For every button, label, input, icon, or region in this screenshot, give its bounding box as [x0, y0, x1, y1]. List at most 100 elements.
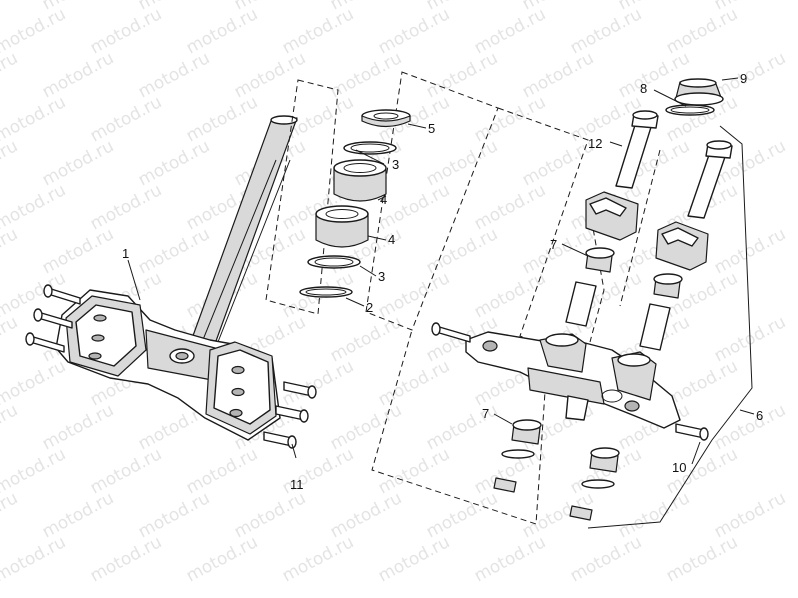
watermark-text: motod.ru: [0, 532, 69, 586]
watermark-text: motod.ru: [327, 400, 405, 454]
watermark-text: motod.ru: [0, 0, 21, 14]
seal-ring-lower: [307, 255, 361, 269]
callout-7-lower: 7: [482, 406, 489, 421]
watermark-text: motod.ru: [423, 136, 501, 190]
bushing-lower-left: [511, 419, 542, 445]
watermark-text: motod.ru: [279, 532, 357, 586]
watermark-text: motod.ru: [519, 48, 597, 102]
watermark-text: motod.ru: [87, 532, 165, 586]
watermark-text: motod.ru: [615, 488, 693, 542]
callout-6: 6: [756, 408, 763, 423]
watermark-text: motod.ru: [471, 532, 549, 586]
watermark-text: motod.ru: [0, 136, 21, 190]
watermark-text: motod.ru: [711, 400, 789, 454]
callout-3-lower: 3: [378, 269, 385, 284]
watermark-text: motod.ru: [39, 400, 117, 454]
watermark-text: motod.ru: [375, 4, 453, 58]
watermark-text: motod.ru: [663, 4, 741, 58]
long-bolts: [615, 110, 733, 219]
pinch-bolt-left: [431, 322, 471, 343]
watermark-text: motod.ru: [375, 532, 453, 586]
watermark-text: motod.ru: [183, 532, 261, 586]
pad-lower-right: [569, 505, 593, 521]
watermark-text: motod.ru: [471, 4, 549, 58]
watermark-text: motod.ru: [183, 92, 261, 146]
watermark-text: motod.ru: [567, 4, 645, 58]
spacer-tube-left: [565, 281, 597, 327]
watermark-text: motod.ru: [0, 400, 21, 454]
watermark-text: motod.ru: [39, 488, 117, 542]
watermark-text: motod.ru: [135, 488, 213, 542]
pinch-bolt-right: [675, 423, 709, 441]
callout-8: 8: [640, 81, 647, 96]
watermark-text: motod.ru: [375, 356, 453, 410]
bushing-lower-right: [589, 447, 620, 473]
watermark-text: motod.ru: [39, 224, 117, 278]
watermark-text: motod.ru: [471, 180, 549, 234]
watermark-text: motod.ru: [423, 488, 501, 542]
ring-lower-right: [581, 479, 615, 489]
watermark-text: motod.ru: [0, 488, 21, 542]
watermark-text: motod.ru: [87, 180, 165, 234]
callout-12: 12: [588, 136, 602, 151]
watermark-text: motod.ru: [135, 224, 213, 278]
callout-9: 9: [740, 71, 747, 86]
watermark-text: motod.ru: [711, 488, 789, 542]
ring-lower-left: [501, 449, 535, 459]
leader-lines: [127, 77, 755, 465]
callout-3-upper: 3: [392, 157, 399, 172]
watermark-text: motod.ru: [471, 92, 549, 146]
callout-7-upper: 7: [550, 237, 557, 252]
watermark-text: motod.ru: [327, 488, 405, 542]
seal-ring-upper: [343, 141, 397, 155]
watermark-text: motod.ru: [231, 488, 309, 542]
watermark-text: motod.ru: [327, 48, 405, 102]
watermark-text: motod.ru: [711, 224, 789, 278]
watermark-text: motod.ru: [423, 400, 501, 454]
watermark-text: motod.ru: [471, 268, 549, 322]
callout-5: 5: [428, 121, 435, 136]
washer: [299, 286, 353, 298]
watermark-text: motod.ru: [135, 48, 213, 102]
watermark-text: motod.ru: [183, 4, 261, 58]
watermark-text: motod.ru: [87, 4, 165, 58]
watermark-text: motod.ru: [0, 48, 21, 102]
watermark-text: motod.ru: [519, 136, 597, 190]
upper-clamp-assembly: [371, 78, 753, 529]
watermark-text: motod.ru: [183, 444, 261, 498]
watermark-text: motod.ru: [423, 224, 501, 278]
callout-2: 2: [366, 300, 373, 315]
callout-labels: 1 2 3 3 4 4 5 6 7 7 8 9 10 11 12: [122, 71, 763, 492]
watermark-text: motod.ru: [711, 48, 789, 102]
watermark-text: motod.ru: [375, 268, 453, 322]
pad-lower-left: [493, 477, 517, 493]
watermark-text: motod.ru: [663, 532, 741, 586]
callout-10: 10: [672, 460, 686, 475]
steering-stem-top: [270, 115, 298, 125]
watermark-text: motod.ru: [0, 312, 21, 366]
callout-1: 1: [122, 246, 129, 261]
bushing-upper-left: [585, 247, 615, 273]
watermark-text: motod.ru: [87, 444, 165, 498]
watermark-text: motod.ru: [279, 4, 357, 58]
callout-11: 11: [290, 477, 304, 492]
watermark-text: motod.ru: [231, 48, 309, 102]
watermark-text: motod.ru: [39, 136, 117, 190]
bushing-upper-right: [653, 273, 683, 299]
clamp-bolts-right: [263, 381, 317, 449]
watermark-text: motod.ru: [87, 92, 165, 146]
bearing-stack-dashed-outline-outer: [365, 71, 499, 331]
clamp-bolts-left: [25, 284, 81, 353]
spacer-tube-right: [639, 303, 671, 351]
watermark-text: motod.ru: [0, 224, 21, 278]
bearing-stack-group: [265, 71, 499, 331]
bearing-upper: [333, 159, 387, 202]
watermark-text: motod.ru: [39, 48, 117, 102]
clamp-halves-upper: [585, 191, 709, 271]
watermark-text: motod.ru: [519, 224, 597, 278]
callout-4-lower: 4: [388, 232, 395, 247]
bearing-stack-dashed-outline: [265, 79, 339, 315]
top-cap: [674, 78, 724, 106]
steering-stem-assembly: [25, 115, 317, 449]
